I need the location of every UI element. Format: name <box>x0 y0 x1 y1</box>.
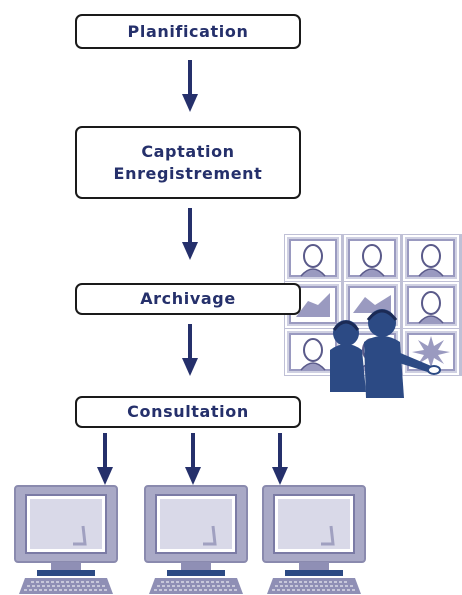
arrow-capt-to-arch <box>180 206 200 262</box>
arrow-plan-to-capt <box>180 58 200 114</box>
step-archivage: Archivage <box>75 283 301 315</box>
step-planification-label: Planification <box>127 21 249 41</box>
arrow-to-computer-2 <box>183 431 203 487</box>
step-captation-label-line1: Captation <box>141 141 235 161</box>
step-captation-label-line2: Enregistrement <box>113 163 263 183</box>
video-wall-icon <box>284 234 462 376</box>
operators-icon <box>330 309 441 398</box>
step-planification: Planification <box>75 14 301 49</box>
step-captation: Captation Enregistrement <box>75 126 301 199</box>
step-archivage-label: Archivage <box>140 289 236 308</box>
step-consultation-label: Consultation <box>127 402 249 421</box>
step-consultation: Consultation <box>75 396 301 428</box>
arrow-to-computer-3 <box>270 431 290 487</box>
arrow-to-computer-1 <box>95 431 115 487</box>
computer-icon <box>13 484 119 595</box>
computer-icon <box>261 484 367 595</box>
computer-icon <box>143 484 249 595</box>
arrow-arch-to-cons <box>180 322 200 378</box>
